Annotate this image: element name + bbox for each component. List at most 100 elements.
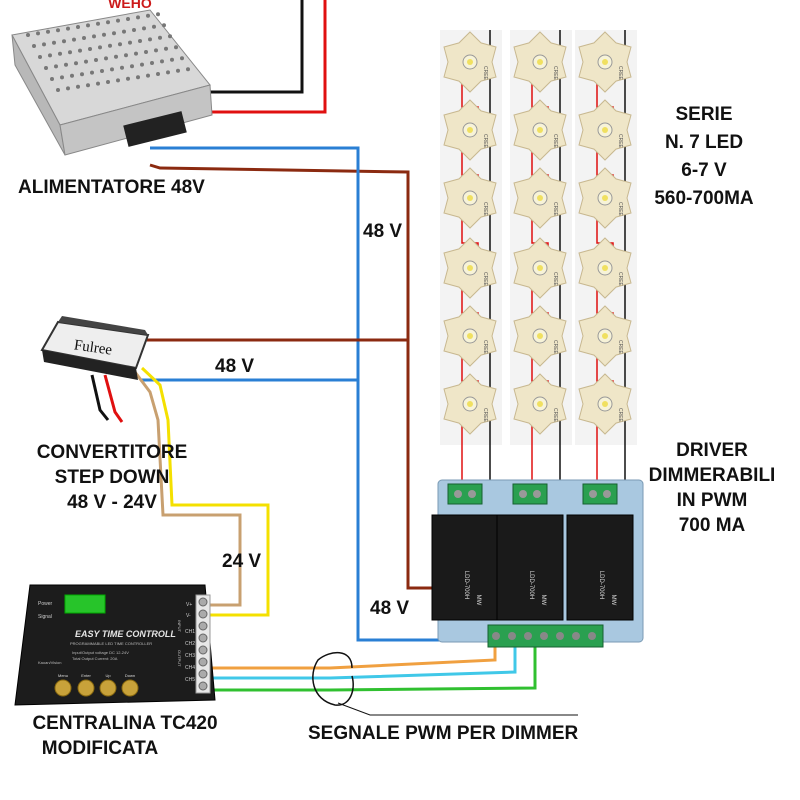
star-led-icon: CREE [513, 167, 567, 229]
controller-brand-text: Kaoan/Vision [38, 660, 62, 665]
star-led-icon: CREE [578, 31, 632, 93]
led-text: CREE [482, 408, 488, 423]
pwm-green-wire [205, 640, 537, 692]
wire-label-48v-low: 48 V [370, 598, 409, 619]
controller-button-up [99, 679, 117, 697]
step-down-converter-icon: Fulree [40, 316, 150, 380]
power-supply-icon: WEHO [11, 0, 213, 156]
signal-pointer-line [337, 702, 578, 716]
led-text: CREE [552, 408, 558, 423]
driver-label-3: IN PWM [677, 490, 748, 511]
led-text: CREE [617, 340, 623, 355]
psu-red-wire [200, 0, 327, 114]
controller-sub-text: PROGRAMMABLE LED TIME CONTROLLER [70, 641, 152, 646]
star-led-icon: CREE [513, 373, 567, 435]
converter-label-1: CONVERTITORE [37, 442, 188, 463]
converter-red-wire [103, 374, 124, 423]
converter-yellow-wire [140, 366, 270, 617]
series-label-1: SERIE [675, 104, 732, 125]
controller-button-down [121, 679, 139, 697]
led-text: CREE [617, 408, 623, 423]
star-led-icon: CREE [443, 305, 497, 367]
driver-model-text: LDD-700H [463, 571, 469, 599]
led-text: CREE [617, 134, 623, 149]
pwm-orange-wire [205, 640, 497, 670]
wire-label-48v-top: 48 V [363, 221, 402, 242]
driver-label-1: DRIVER [676, 440, 748, 461]
pwm-signal-label: SEGNALE PWM PER DIMMER [308, 723, 579, 744]
led-text: CREE [617, 272, 623, 287]
wire-label-24v: 24 V [222, 551, 261, 572]
series-label-2: N. 7 LED [665, 132, 743, 153]
controller-pin-ch1: CH1 [185, 629, 195, 635]
led-text: CREE [552, 66, 558, 81]
psu-brown-wire [149, 163, 440, 590]
controller-output-text: OUTPUT [177, 650, 182, 667]
star-led-icon: CREE [443, 167, 497, 229]
series-label-3: 6-7 V [681, 160, 727, 181]
btn-up-text: Up [105, 673, 111, 678]
led-text: CREE [552, 202, 558, 217]
series-label-4: 560-700MA [654, 188, 754, 209]
star-led-icon: CREE [513, 305, 567, 367]
converter-black-wire [90, 374, 110, 421]
controller-spec1-text: Input/Output voltage DC 12-24V [72, 650, 129, 655]
star-led-icon: CREE [443, 237, 497, 299]
driver-maker-text: MW [610, 595, 616, 606]
controller-button-enter [77, 679, 95, 697]
driver-maker-text: MW [540, 595, 546, 606]
signal-circle-mark [312, 652, 354, 706]
controller-label-2: MODIFICATA [42, 738, 159, 759]
led-text: CREE [552, 134, 558, 149]
led-text: CREE [617, 202, 623, 217]
star-led-icon: CREE [578, 373, 632, 435]
star-led-icon: CREE [578, 237, 632, 299]
psu-label: ALIMENTATORE 48V [18, 177, 205, 198]
led-text: CREE [552, 340, 558, 355]
controller-input-text: INPUT [177, 620, 182, 633]
controller-signal-text: Signal [38, 614, 52, 620]
star-led-icon: CREE [443, 31, 497, 93]
converter-tan-wire [133, 371, 242, 607]
star-led-icon: CREE [578, 99, 632, 161]
led-text: CREE [552, 272, 558, 287]
btn-down-text: Down [125, 673, 135, 678]
controller-pin-ch5: CH5 [185, 677, 195, 683]
controller-power-text: Power [38, 601, 53, 607]
driver-label-4: 700 MA [679, 515, 746, 536]
star-led-icon: CREE [578, 167, 632, 229]
star-led-icon: CREE [578, 305, 632, 367]
btn-menu-text: Menu [58, 673, 68, 678]
star-led-icon: CREE [443, 99, 497, 161]
star-led-icon: CREE [513, 99, 567, 161]
led-text: CREE [482, 202, 488, 217]
driver-maker-text: MW [475, 595, 481, 606]
controller-spec2-text: Total Output Current: 20A [72, 656, 118, 661]
wires [90, 0, 537, 692]
converter-label-3: 48 V - 24V [67, 492, 157, 513]
controller-button-menu [54, 679, 72, 697]
controller-pin-ch3: CH3 [185, 653, 195, 659]
controller-pin-ch2: CH2 [185, 641, 195, 647]
controller-pin-vplus: V+ [186, 602, 192, 608]
led-text: CREE [617, 66, 623, 81]
led-array: CREE CREE CREE CREE CREE CREE CREE CREE CREE CREE… [440, 30, 637, 488]
led-text: CREE [482, 340, 488, 355]
led-text: CREE [482, 272, 488, 287]
controller-pin-vminus: V- [186, 613, 191, 619]
star-led-icon: CREE [513, 237, 567, 299]
tc420-controller-icon: Power Signal EASY TIME CONTROLL PROGRAMM… [14, 584, 216, 706]
controller-label-1: CENTRALINA TC420 [32, 713, 217, 734]
psu-brand-text: WEHO [108, 0, 152, 11]
btn-enter-text: Enter [81, 673, 91, 678]
psu-black-wire [200, 0, 304, 94]
driver-label-2: DIMMERABILI [649, 465, 776, 486]
pwm-cyan-wire [205, 640, 517, 680]
psu-blue-wire [150, 146, 460, 642]
driver-module: LDD-700H MW [431, 483, 499, 621]
led-text: CREE [482, 134, 488, 149]
